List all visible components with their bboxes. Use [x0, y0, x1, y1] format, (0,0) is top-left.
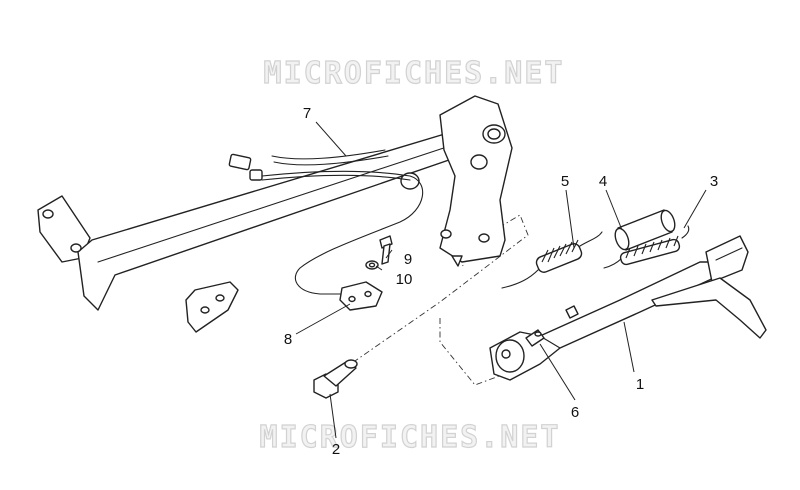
callout-2: 2 [332, 441, 340, 458]
callout-3: 3 [710, 173, 718, 190]
pivot-bolt [313, 359, 358, 399]
callout-8: 8 [284, 331, 292, 348]
callout-6: 6 [571, 404, 579, 421]
frame-bracket [400, 95, 513, 267]
pin [525, 329, 545, 347]
side-stand-switch [339, 281, 383, 311]
callout-7: 7 [303, 105, 311, 122]
callout-10: 10 [396, 271, 413, 288]
callout-9: 9 [404, 251, 412, 268]
leader-lines [295, 121, 707, 439]
callout-1: 1 [636, 376, 644, 393]
callout-5: 5 [561, 173, 569, 190]
watermark-top: MICROFICHES.NET [264, 56, 565, 91]
spring-long [501, 231, 603, 289]
frame-tube [37, 129, 479, 333]
screw-and-washer [365, 235, 393, 270]
spacer-tube [614, 209, 676, 251]
side-stand [489, 235, 767, 381]
wiring-harness [228, 149, 424, 295]
watermark-bottom: MICROFICHES.NET [260, 420, 561, 455]
callout-4: 4 [599, 173, 607, 190]
spring-short [603, 225, 690, 269]
callout-labels: 1 2 3 4 5 6 7 8 9 10 [284, 105, 718, 458]
